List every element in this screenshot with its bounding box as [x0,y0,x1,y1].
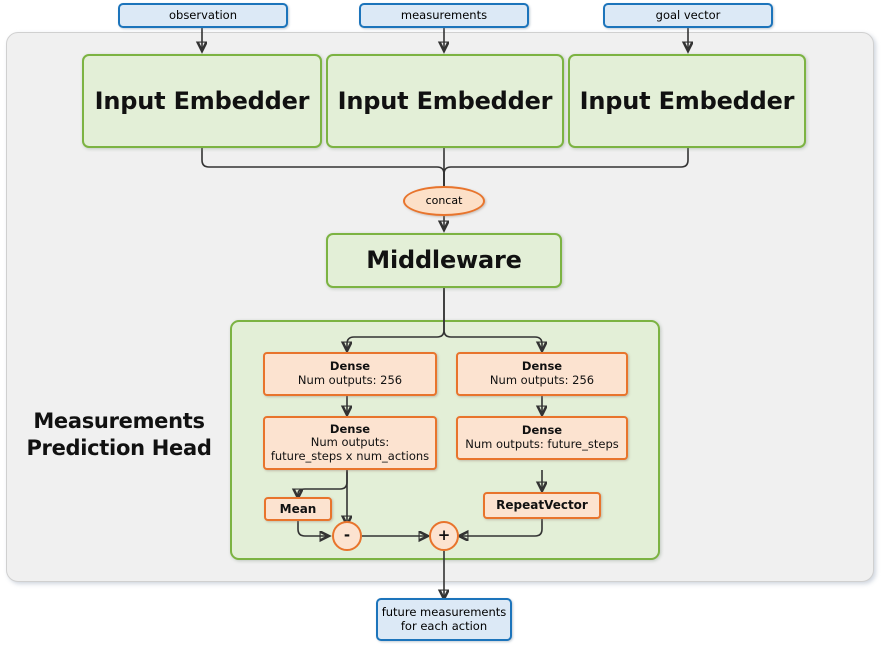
concat-node[interactable]: concat [403,186,485,216]
right-dense-2-title: Dense [521,423,563,438]
repeat-vector-label: RepeatVector [496,498,588,513]
output-line-2: for each action [400,618,488,633]
input-goal-vector-label: goal vector [655,7,721,22]
output-future-measurements[interactable]: future measurements for each action [376,598,512,641]
add-operator[interactable]: + [429,521,459,551]
input-measurements[interactable]: measurements [359,3,529,28]
input-embedder-2[interactable]: Input Embedder [326,54,564,148]
output-line-1: future measurements [381,604,507,619]
input-embedder-3[interactable]: Input Embedder [568,54,806,148]
input-embedder-2-label: Input Embedder [337,86,553,115]
right-dense-1[interactable]: Dense Num outputs: 256 [456,352,628,396]
input-measurements-label: measurements [400,7,488,22]
middleware-label: Middleware [366,246,522,275]
left-dense-2[interactable]: Dense Num outputs: future_steps x num_ac… [263,416,437,470]
concat-label: concat [425,193,463,207]
measurements-prediction-head-label: Measurements Prediction Head [16,408,222,463]
right-dense-2[interactable]: Dense Num outputs: future_steps [456,416,628,460]
mean-label: Mean [279,501,317,516]
subtract-operator[interactable]: - [332,521,362,551]
right-dense-1-subtitle: Num outputs: 256 [489,373,595,387]
left-dense-2-title: Dense [329,421,371,436]
input-embedder-1[interactable]: Input Embedder [82,54,322,148]
head-label-line-2: Prediction Head [26,436,212,461]
input-embedder-1-label: Input Embedder [94,86,310,115]
left-dense-2-subtitle-line-1: Num outputs: [310,435,390,450]
input-embedder-3-label: Input Embedder [579,86,795,115]
input-observation-label: observation [168,7,237,22]
repeat-vector-block[interactable]: RepeatVector [483,492,601,519]
subtract-operator-label: - [343,525,351,544]
left-dense-1[interactable]: Dense Num outputs: 256 [263,352,437,396]
add-operator-label: + [437,525,451,544]
right-dense-2-subtitle: Num outputs: future_steps [465,437,619,451]
left-dense-1-title: Dense [329,359,371,374]
mean-block[interactable]: Mean [264,497,332,521]
left-dense-2-subtitle-line-2: future_steps x num_actions [270,448,430,463]
head-label-line-1: Measurements [33,409,205,433]
right-dense-1-title: Dense [521,359,563,374]
middleware-block[interactable]: Middleware [326,233,562,288]
left-dense-1-subtitle: Num outputs: 256 [297,373,403,387]
input-goal-vector[interactable]: goal vector [603,3,773,28]
input-observation[interactable]: observation [118,3,288,28]
